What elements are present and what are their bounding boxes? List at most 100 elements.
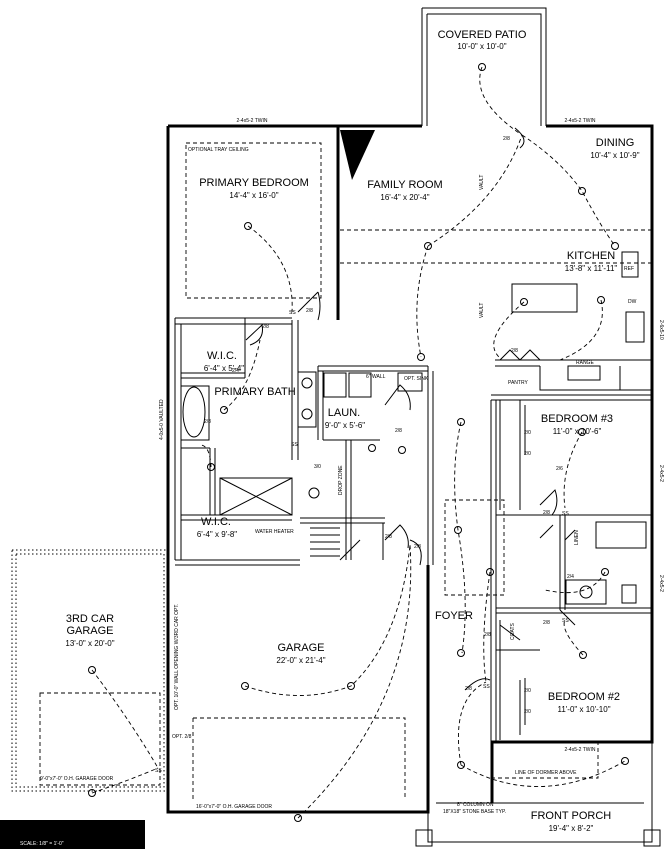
room-name-kitchen: KITCHEN	[567, 250, 615, 262]
sink-icon	[301, 377, 313, 389]
door-label: 2/6	[556, 466, 563, 472]
door-label: 2/0	[524, 430, 531, 436]
window-note-primary: 2-4x5-2 TWIN	[236, 118, 267, 124]
interior-walls	[174, 126, 652, 742]
room-dim-dining: 10'-4" x 10'-9"	[590, 151, 639, 160]
switch-labels: SS SS SS SS SS SS	[155, 310, 569, 774]
door-label: 2/8	[262, 324, 269, 330]
drop-zone-note: DROP ZONE	[338, 465, 344, 495]
kitchen-island	[511, 283, 578, 313]
room-name-foyer: FOYER	[435, 610, 473, 622]
switch-label: SS	[483, 684, 490, 690]
room-name-primary-bath: PRIMARY BATH	[214, 386, 295, 398]
door-label: 2/0	[524, 709, 531, 715]
room-dim-3rd-car-garage: 13'-0" x 20'-0"	[65, 639, 114, 648]
column-note-1: 8" COLUMN ON	[457, 802, 494, 808]
room-name-bedroom2: BEDROOM #2	[548, 691, 620, 703]
switch-label: SS	[562, 618, 569, 624]
coats-note: COATS	[510, 622, 516, 640]
room-dim-wic-top: 6'-4" x 5'-4"	[204, 364, 244, 373]
vault-note-family: VAULT	[479, 175, 485, 190]
door-size-labels: 2/8 2/8 2/4 2/8 3/0 2/8 2/8 2/8 2/8 2/4 …	[204, 136, 574, 715]
kitchen-sink-icon	[625, 311, 645, 343]
room-name-covered-patio: COVERED PATIO	[438, 29, 527, 41]
dormer-note: LINE OF DORMER ABOVE	[515, 770, 577, 776]
column-note-2: 18"X18" STONE BASE TYP.	[443, 809, 506, 815]
door-label: 2/8	[385, 534, 392, 540]
door-label: 2/8	[465, 686, 472, 692]
room-dim-family-room: 16'-4" x 20'-4"	[380, 193, 429, 202]
room-dim-wic-bottom: 6'-4" x 9'-8"	[197, 530, 237, 539]
window-right-2: 2-4x5-2	[658, 575, 664, 592]
switch-label: SS	[562, 511, 569, 517]
door-label: 2/4	[232, 368, 239, 374]
room-name-family-room: FAMILY ROOM	[367, 179, 442, 191]
door-label: 2/8	[503, 136, 510, 142]
door-label: 2/0	[524, 688, 531, 694]
room-name-wic-top: W.I.C.	[207, 350, 237, 362]
toilet-icon	[308, 487, 320, 499]
room-name-garage: GARAGE	[277, 642, 324, 654]
dryer-icon	[348, 372, 372, 398]
room-dim-kitchen: 13'-8" x 11'-11"	[565, 264, 618, 273]
window-note-dining: 2-4x5-2 TWIN	[564, 118, 595, 124]
door-label: 3/0	[314, 464, 321, 470]
fireplace-icon	[340, 130, 375, 180]
dw-label: DW	[628, 299, 637, 305]
dashed-lines	[185, 142, 652, 800]
wall-note: 6" WALL	[366, 374, 386, 380]
light-fixtures	[88, 63, 629, 822]
doors	[245, 127, 576, 725]
room-dim-laundry: 9'-0" x 5'-6"	[325, 421, 365, 430]
washer-icon	[323, 372, 347, 398]
ref-label: REF	[624, 266, 634, 272]
door-label: 2/4	[567, 574, 574, 580]
garage-door-3rd-note: 9'-0"x7'-0" O.H. GARAGE DOOR	[40, 776, 114, 782]
notes: 2-4x5-2 TWIN 2-4x5-2 TWIN OPTIONAL TRAY …	[40, 118, 664, 815]
sink-icon	[301, 408, 313, 420]
door-label: 2/8	[395, 428, 402, 434]
tray-ceiling-note: OPTIONAL TRAY CEILING	[188, 147, 249, 153]
room-name-3rd-car-garage: GARAGE	[66, 625, 113, 637]
switch-label: SS	[289, 310, 296, 316]
bathtub-icon-2	[595, 521, 647, 549]
door-label: 2/8	[543, 620, 550, 626]
scale-bar: SCALE: 1/8" = 1'-0"	[0, 820, 145, 849]
window-note-bed2: 2-4x5-2 TWIN	[564, 747, 595, 753]
door-label: 2/8	[414, 544, 421, 550]
door-label: 2/8	[484, 632, 491, 638]
scale-text: SCALE: 1/8" = 1'-0"	[20, 841, 64, 847]
door-label: 2/0	[524, 451, 531, 457]
opt-sink-note: OPT. SINK	[404, 376, 429, 382]
garage-door-main-note: 16'-0"x7'-0" O.H. GARAGE DOOR	[196, 804, 272, 810]
opt-wall-note: OPT. 10'-0" WALL OPENING W/3RD CAR OPT.	[174, 604, 180, 710]
room-name-dining: DINING	[596, 137, 635, 149]
switch-label: SS	[155, 768, 162, 774]
room-labels: COVERED PATIO 10'-0" x 10'-0" PRIMARY BE…	[65, 29, 639, 833]
pantry-label: PANTRY	[508, 380, 528, 386]
door-label: 2/8	[204, 419, 211, 425]
door-label: 2/8	[511, 348, 518, 354]
kitchen-window-note: 2-6x5-10	[658, 320, 664, 340]
room-dim-primary-bedroom: 14'-4" x 16'-0"	[229, 191, 278, 200]
toilet-icon-2	[621, 584, 637, 604]
water-heater-note: WATER HEATER	[255, 529, 294, 535]
range-label: RANGE	[576, 360, 594, 366]
door-label: 2/8	[543, 510, 550, 516]
fridge-icon	[621, 251, 639, 278]
bathtub-icon	[182, 386, 206, 438]
room-name-primary-bedroom: PRIMARY BEDROOM	[199, 177, 309, 189]
room-name-laundry: LAUN.	[328, 407, 360, 419]
room-name-wic-bottom: W.I.C.	[201, 516, 231, 528]
shower-icon	[219, 477, 293, 516]
range-icon	[567, 365, 601, 381]
door-label: 2/8	[306, 308, 313, 314]
switch-label: SS	[291, 442, 298, 448]
exterior-walls	[11, 7, 661, 847]
vault-note-kitchen: VAULT	[479, 303, 485, 318]
window-right-1: 2-4x5-2	[658, 465, 664, 482]
linen-note: LINEN	[574, 530, 580, 545]
room-dim-bedroom3: 11'-0" x 10'-6"	[553, 427, 602, 436]
room-dim-covered-patio: 10'-0" x 10'-0"	[457, 42, 506, 51]
